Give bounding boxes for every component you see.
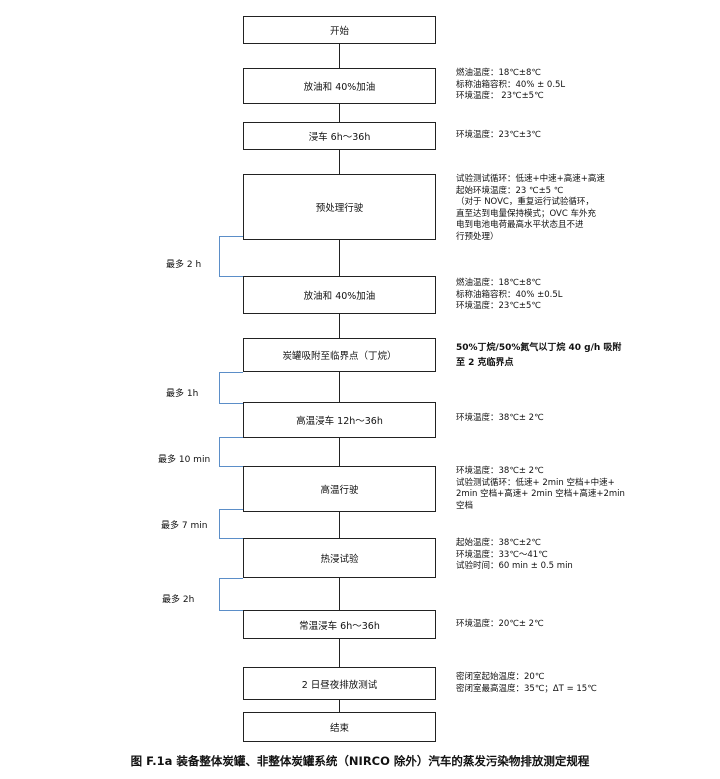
- note-line: 至 2 克临界点: [456, 358, 514, 368]
- step-soak: 浸车 6h～36h: [243, 122, 436, 150]
- note-line: 试验测试循环：低速+ 2min 空档+中速+: [456, 477, 615, 488]
- step-label: 放油和 40%加油: [303, 82, 376, 93]
- connector-line: [339, 150, 340, 174]
- time-limit-bracket: [219, 236, 243, 237]
- note-line: 标称油箱容积：40% ±0.5L: [456, 289, 563, 300]
- note-line: 空档: [456, 500, 474, 511]
- note-line: 试验时间：60 min ± 0.5 min: [456, 561, 573, 571]
- connector-line: [339, 639, 340, 667]
- connector-line: [339, 438, 340, 466]
- condition-note: 环境温度：23℃±3℃: [456, 130, 541, 142]
- step-hot-drive: 高温行驶: [243, 466, 436, 512]
- connector-line: [339, 372, 340, 402]
- note-line: 电到电池电荷最高水平状态且不进: [456, 220, 584, 230]
- time-limit-bracket: [219, 610, 243, 611]
- condition-note: 环境温度：20℃± 2℃: [456, 619, 544, 631]
- time-limit-bracket: [219, 372, 220, 404]
- step-canister-loading: 炭罐吸附至临界点（丁烷）: [243, 338, 436, 372]
- note-line: 直至达到电量保持模式；OVC 车外充: [456, 208, 596, 219]
- time-limit-bracket: [219, 578, 220, 610]
- step-label: 高温浸车 12h～36h: [296, 416, 383, 427]
- note-line: 环境温度：38℃± 2℃: [456, 413, 544, 423]
- note-line: 环境温度：38℃± 2℃: [456, 466, 544, 476]
- time-limit-bracket: [219, 437, 243, 438]
- step-hot-soak: 高温浸车 12h～36h: [243, 402, 436, 438]
- note-line: （对于 NOVC，重复运行试验循环，: [456, 197, 594, 207]
- note-line: 燃油温度：18℃±8℃: [456, 68, 541, 78]
- note-line: 环境温度：33℃～41℃: [456, 549, 548, 560]
- time-limit-bracket: [219, 578, 243, 579]
- note-line: 环境温度：23℃±3℃: [456, 130, 541, 140]
- figure-caption: 图 F.1a 装备整体炭罐、非整体炭罐系统（NIRCO 除外）汽车的蒸发污染物排…: [130, 754, 590, 768]
- step-label: 高温行驶: [320, 485, 359, 496]
- note-line: 试验测试循环：低速+中速+高速+高速: [456, 174, 605, 184]
- condition-note: 起始温度：38℃±2℃ 环境温度：33℃～41℃ 试验时间：60 min ± 0…: [456, 538, 573, 573]
- connector-line: [339, 578, 340, 610]
- time-limit-label: 最多 7 min: [161, 521, 208, 531]
- condition-note: 环境温度：38℃± 2℃ 试验测试循环：低速+ 2min 空档+中速+ 2min…: [456, 466, 625, 512]
- time-limit-bracket: [219, 509, 220, 539]
- note-line: 2min 空档+高速+ 2min 空档+高速+2min: [456, 489, 625, 499]
- step-label: 浸车 6h～36h: [308, 132, 371, 143]
- time-limit-bracket: [219, 403, 243, 404]
- note-line: 标称油箱容积：40% ± 0.5L: [456, 79, 566, 90]
- note-line: 燃油温度：18℃±8℃: [456, 278, 541, 288]
- step-label: 放油和 40%加油: [303, 291, 376, 302]
- step-ambient-soak: 常温浸车 6h～36h: [243, 610, 436, 639]
- step-diurnal-test: 2 日昼夜排放测试: [243, 667, 436, 700]
- note-line: 密闭室起始温度：20℃: [456, 672, 545, 682]
- condition-note: 环境温度：38℃± 2℃: [456, 413, 544, 425]
- step-label: 常温浸车 6h～36h: [299, 620, 380, 632]
- time-limit-bracket: [219, 276, 243, 277]
- step-drain-refuel: 放油和 40%加油: [243, 68, 436, 104]
- step-label: 结束: [329, 723, 349, 734]
- step-label: 预处理行驶: [315, 203, 364, 214]
- note-line: 环境温度： 23℃±5℃: [456, 91, 544, 101]
- time-limit-bracket: [219, 372, 243, 373]
- note-line: 环境温度：20℃± 2℃: [456, 619, 544, 629]
- step-label: 开始: [329, 26, 349, 37]
- note-line: 环境温度：23℃±5℃: [456, 301, 541, 311]
- time-limit-label: 最多 2h: [162, 595, 195, 605]
- step-drain-refuel-2: 放油和 40%加油: [243, 276, 436, 314]
- time-limit-label: 最多 10 min: [158, 455, 211, 465]
- step-hot-soak-test: 热浸试验: [243, 538, 436, 578]
- condition-note: 燃油温度：18℃±8℃ 标称油箱容积：40% ±0.5L 环境温度：23℃±5℃: [456, 278, 562, 313]
- step-label: 2 日昼夜排放测试: [301, 679, 378, 691]
- time-limit-bracket: [219, 466, 243, 467]
- connector-line: [339, 700, 340, 712]
- connector-line: [339, 44, 340, 68]
- time-limit-bracket: [219, 538, 243, 539]
- time-limit-bracket: [219, 236, 220, 276]
- step-preconditioning-drive: 预处理行驶: [243, 174, 436, 240]
- condition-note: 燃油温度：18℃±8℃ 标称油箱容积：40% ± 0.5L 环境温度： 23℃±…: [456, 68, 565, 103]
- note-line: 密闭室最高温度：35℃；ΔT = 15℃: [456, 683, 597, 694]
- step-end: 结束: [243, 712, 436, 742]
- connector-line: [339, 512, 340, 538]
- time-limit-label: 最多 1h: [166, 389, 199, 399]
- note-line: 50%丁烷/50%氮气以丁烷 40 g/h 吸附: [456, 343, 622, 353]
- condition-note: 密闭室起始温度：20℃ 密闭室最高温度：35℃；ΔT = 15℃: [456, 672, 597, 695]
- condition-note: 试验测试循环：低速+中速+高速+高速 起始环境温度：23 ℃±5 ℃ （对于 N…: [456, 174, 605, 243]
- note-line: 行预处理）: [456, 231, 499, 242]
- time-limit-label: 最多 2 h: [166, 260, 202, 270]
- condition-note: 50%丁烷/50%氮气以丁烷 40 g/h 吸附 至 2 克临界点: [456, 341, 621, 371]
- step-label: 炭罐吸附至临界点（丁烷）: [282, 351, 397, 362]
- connector-line: [339, 104, 340, 122]
- note-line: 起始温度：38℃±2℃: [456, 538, 541, 548]
- connector-line: [339, 240, 340, 276]
- time-limit-bracket: [219, 437, 220, 467]
- step-label: 热浸试验: [320, 554, 359, 565]
- step-start: 开始: [243, 16, 436, 44]
- time-limit-bracket: [219, 509, 243, 510]
- connector-line: [339, 314, 340, 338]
- note-line: 起始环境温度：23 ℃±5 ℃: [456, 185, 564, 196]
